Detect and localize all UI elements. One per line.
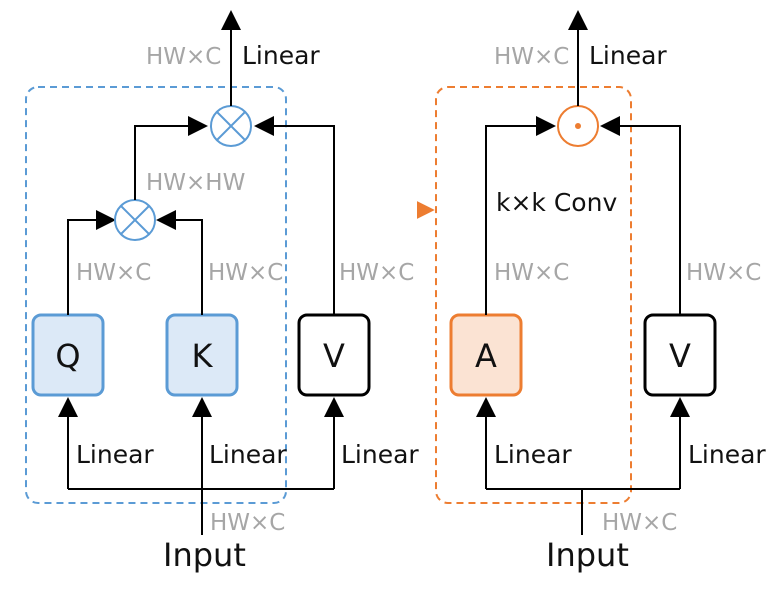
q-dim: HW×C xyxy=(76,260,151,286)
a-label: A xyxy=(475,337,497,375)
v-label-right: V xyxy=(669,337,691,375)
right-output-dim: HW×C xyxy=(494,44,569,70)
v-dim-left: HW×C xyxy=(339,260,414,286)
left-self-attention-block: Q K V HW×C Linear HW×HW HW×C HW×C H xyxy=(25,10,419,574)
right-dashed-frame xyxy=(435,86,632,504)
k-label: K xyxy=(192,337,214,375)
v-to-dot-arrow xyxy=(600,116,681,315)
qk-dim: HW×HW xyxy=(146,170,245,196)
left-dashed-frame xyxy=(25,86,287,504)
a-dim: HW×C xyxy=(494,260,569,286)
q-to-qk-arrow xyxy=(67,210,116,315)
v-dim-right: HW×C xyxy=(686,260,761,286)
right-input-label: Input xyxy=(546,536,629,574)
k-dim: HW×C xyxy=(208,260,283,286)
v-label-left: V xyxy=(323,337,345,375)
right-output-linear: Linear xyxy=(589,41,667,70)
k-linear: Linear xyxy=(209,440,287,469)
k-to-qk-arrow xyxy=(156,210,203,315)
v-linear-left: Linear xyxy=(341,440,419,469)
left-output-linear: Linear xyxy=(242,41,320,70)
right-input-dim: HW×C xyxy=(602,510,677,536)
qk-to-av-arrow xyxy=(134,116,208,200)
left-input-dim: HW×C xyxy=(210,510,285,536)
right-conv-block: A V HW×C Linear k×k Conv HW×C HW×C Linea… xyxy=(435,10,766,574)
a-to-dot-arrow xyxy=(485,116,556,315)
dot-product-icon xyxy=(557,105,599,147)
v-linear-right: Linear xyxy=(688,440,766,469)
left-output-dim: HW×C xyxy=(146,44,221,70)
av-multiply-icon xyxy=(210,105,252,147)
q-linear: Linear xyxy=(76,440,154,469)
conv-label: k×k Conv xyxy=(496,188,617,217)
q-label: Q xyxy=(55,337,80,375)
qk-multiply-icon xyxy=(114,199,156,241)
left-input-label: Input xyxy=(163,536,246,574)
a-linear: Linear xyxy=(494,440,572,469)
v-to-av-arrow xyxy=(254,116,335,315)
